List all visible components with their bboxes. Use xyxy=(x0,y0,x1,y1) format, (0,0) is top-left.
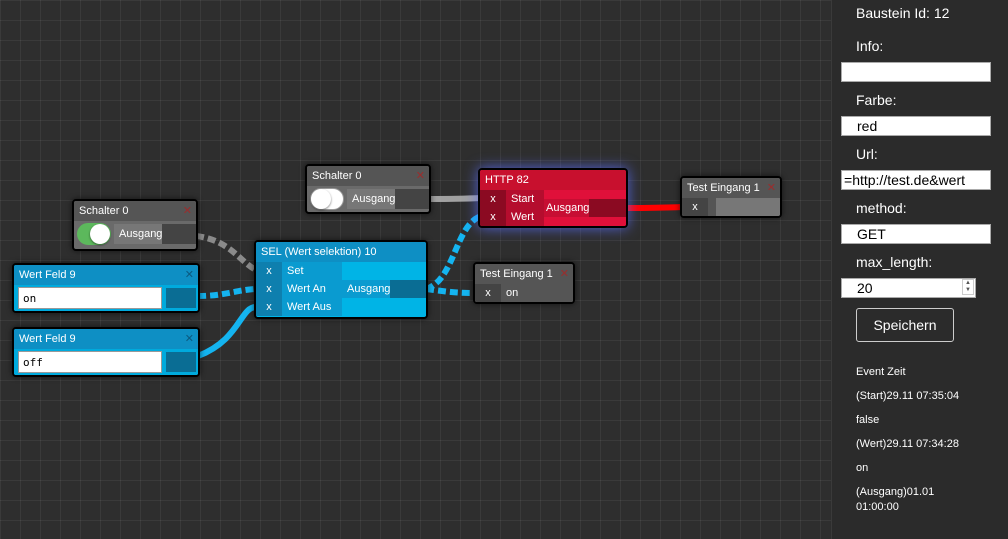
input-row-set: x Set xyxy=(256,262,342,280)
node-title-text: Test Eingang 1 xyxy=(687,182,760,194)
properties-panel: Baustein Id: 12 Info: Farbe: Url: method… xyxy=(831,0,1008,539)
input-x-button[interactable]: x xyxy=(266,283,272,295)
block-id-label: Baustein Id: 12 xyxy=(856,5,950,21)
node-http[interactable]: HTTP 82 x Start x Wert Ausgang xyxy=(478,168,628,228)
node-wert-feld-off[interactable]: Wert Feld 9 ✕ xyxy=(12,327,200,377)
event-line: (Wert)29.11 07:34:28 xyxy=(856,438,959,450)
output-port[interactable] xyxy=(166,288,196,308)
event-line: (Start)29.11 07:35:04 xyxy=(856,390,960,402)
node-title[interactable]: Test Eingang 1 ✕ xyxy=(682,178,780,198)
stepper-down-icon[interactable]: ▼ xyxy=(965,287,971,293)
input-x-button[interactable]: x xyxy=(490,193,496,205)
input-label: Wert Aus xyxy=(282,298,342,316)
color-input[interactable] xyxy=(841,116,991,136)
close-icon[interactable]: ✕ xyxy=(559,268,569,280)
close-icon[interactable]: ✕ xyxy=(415,170,425,182)
number-stepper[interactable]: ▲ ▼ xyxy=(962,279,974,295)
close-icon[interactable]: ✕ xyxy=(184,333,194,345)
node-title-text: Schalter 0 xyxy=(79,205,129,217)
input-row-wert: x Wert xyxy=(480,208,544,226)
info-input[interactable] xyxy=(841,62,991,82)
output-label: Ausgang xyxy=(114,224,163,244)
wire-wertfeld2-to-sel[interactable] xyxy=(196,304,257,359)
node-title[interactable]: HTTP 82 xyxy=(480,170,626,190)
method-label: method: xyxy=(856,200,907,216)
event-line: (Ausgang)01.01 xyxy=(856,486,935,498)
output-port[interactable] xyxy=(589,199,626,217)
toggle-knob xyxy=(311,189,331,209)
max-length-label: max_length: xyxy=(856,254,933,270)
input-x-button[interactable]: x xyxy=(475,284,501,302)
output-port[interactable] xyxy=(395,189,429,209)
node-title[interactable]: Schalter 0 ✕ xyxy=(74,201,196,221)
save-button[interactable]: Speichern xyxy=(856,308,954,342)
node-title[interactable]: Wert Feld 9 ✕ xyxy=(14,329,198,349)
node-sel[interactable]: SEL (Wert selektion) 10 x Set x Wert An … xyxy=(254,240,428,319)
close-icon[interactable]: ✕ xyxy=(184,269,194,281)
node-title[interactable]: Test Eingang 1 ✕ xyxy=(475,264,573,284)
method-input[interactable] xyxy=(841,224,991,244)
toggle-knob xyxy=(90,224,110,244)
node-title[interactable]: Wert Feld 9 ✕ xyxy=(14,265,198,285)
event-line: on xyxy=(856,462,869,474)
stepper-up-icon[interactable]: ▲ xyxy=(965,280,971,286)
node-schalter-left[interactable]: Schalter 0 ✕ Ausgang xyxy=(72,199,198,251)
node-title-text: Schalter 0 xyxy=(312,170,362,182)
wire-schalter-top-to-http[interactable] xyxy=(429,195,482,202)
node-title-text: Test Eingang 1 xyxy=(480,268,553,280)
value-input[interactable] xyxy=(18,287,162,309)
input-label: Wert xyxy=(506,208,544,226)
url-input[interactable] xyxy=(841,170,991,190)
output-label: Ausgang xyxy=(544,199,590,217)
wire-sel-to-test[interactable] xyxy=(425,286,477,296)
input-x-button[interactable]: x xyxy=(682,198,708,216)
flow-canvas[interactable]: Schalter 0 ✕ Ausgang Schalter 0 ✕ Ausgan… xyxy=(0,0,831,539)
input-label: Set xyxy=(282,262,342,280)
close-icon[interactable]: ✕ xyxy=(766,182,776,194)
input-row-wert-aus: x Wert Aus xyxy=(256,298,342,316)
output-port[interactable] xyxy=(162,224,196,244)
node-test-eingang-top[interactable]: Test Eingang 1 ✕ x xyxy=(680,176,782,218)
node-title-text: Wert Feld 9 xyxy=(19,333,76,345)
event-line: false xyxy=(856,414,880,426)
node-title-text: Wert Feld 9 xyxy=(19,269,76,281)
input-row-start: x Start xyxy=(480,190,544,208)
input-label: Start xyxy=(506,190,544,208)
node-title[interactable]: SEL (Wert selektion) 10 xyxy=(256,242,426,262)
node-schalter-top[interactable]: Schalter 0 ✕ Ausgang xyxy=(305,164,431,214)
input-x-button[interactable]: x xyxy=(490,211,496,223)
output-port[interactable] xyxy=(166,352,196,372)
input-label: Wert An xyxy=(282,280,342,298)
output-label: Ausgang xyxy=(342,280,391,298)
input-value: on xyxy=(501,284,573,302)
wire-schalter-left-to-sel[interactable] xyxy=(195,233,258,273)
max-length-input[interactable] xyxy=(841,278,976,298)
input-row-wert-an: x Wert An xyxy=(256,280,342,298)
input-value xyxy=(716,198,780,216)
node-title-text: SEL (Wert selektion) 10 xyxy=(261,246,377,258)
input-spacer xyxy=(708,198,716,216)
event-line: Event Zeit xyxy=(856,366,906,378)
input-x-button[interactable]: x xyxy=(266,265,272,277)
toggle-switch[interactable] xyxy=(310,188,344,210)
url-label: Url: xyxy=(856,146,878,162)
color-label: Farbe: xyxy=(856,92,897,108)
output-label: Ausgang xyxy=(347,189,396,209)
close-icon[interactable]: ✕ xyxy=(182,205,192,217)
value-input[interactable] xyxy=(18,351,162,373)
wire-http-to-test[interactable] xyxy=(625,204,683,211)
info-label: Info: xyxy=(856,38,884,54)
max-length-wrapper: ▲ ▼ xyxy=(841,278,976,298)
node-title[interactable]: Schalter 0 ✕ xyxy=(307,166,429,186)
toggle-switch[interactable] xyxy=(77,223,111,245)
event-line: 01:00:00 xyxy=(856,501,899,513)
wire-wertfeld1-to-sel[interactable] xyxy=(197,286,257,299)
node-wert-feld-on[interactable]: Wert Feld 9 ✕ xyxy=(12,263,200,313)
node-title-text: HTTP 82 xyxy=(485,174,529,186)
node-test-eingang-mid[interactable]: Test Eingang 1 ✕ x on xyxy=(473,262,575,304)
input-x-button[interactable]: x xyxy=(266,301,272,313)
output-port[interactable] xyxy=(390,280,426,298)
